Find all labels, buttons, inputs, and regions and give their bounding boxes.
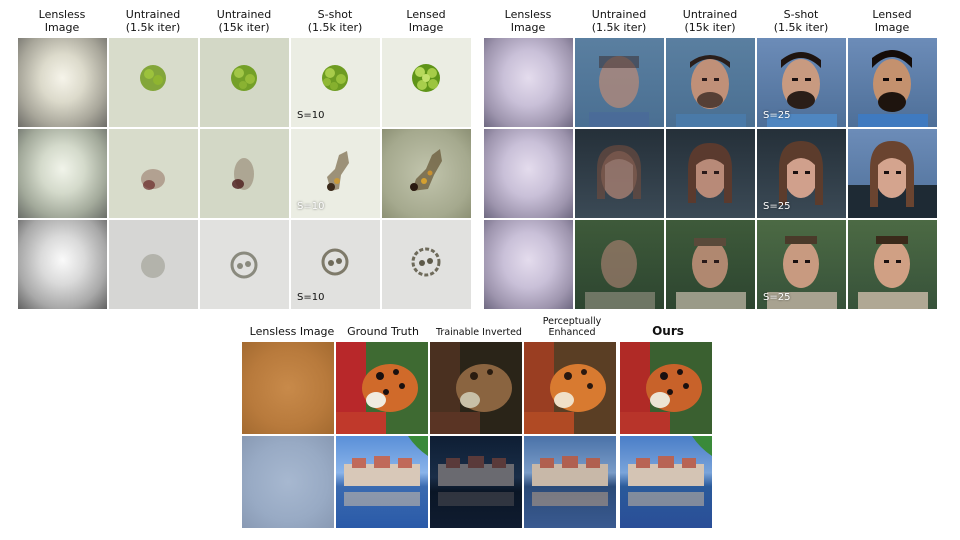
panel-b-header-s-shot: S-shot (1.5k iter) (773, 8, 829, 34)
panel-a-r2-lensless (18, 129, 107, 218)
panel-b-header-untrained-1-5k: Untrained (1.5k iter) (591, 8, 647, 34)
ladybug-icon (620, 342, 702, 434)
panel-b-header-lensed: Lensed Image (872, 8, 912, 34)
panel-a-r2-s-shot: S=10 (291, 129, 380, 218)
panel-b-r1-s-shot: S=25 (757, 38, 846, 127)
shot-count-label: S=25 (763, 201, 791, 212)
panel-b-r2-lensless (484, 129, 573, 218)
panel-a-r1-untrained-15k (200, 38, 289, 127)
debris-blob-icon (232, 158, 254, 190)
algae-cell-icon (322, 65, 348, 91)
debris-blob-icon (410, 149, 442, 191)
face-icon (848, 141, 937, 218)
panel-a-r1-lensless (18, 38, 107, 127)
panel-c-header-ours: Ours (652, 324, 684, 338)
face-icon (779, 141, 823, 205)
panel-b-r1-untrained-15k (666, 38, 755, 127)
algae-cell-icon (412, 64, 440, 92)
panel-a-header-lensed: Lensed Image (406, 8, 446, 34)
algae-cell-icon (231, 65, 257, 91)
diatom-icon (321, 248, 349, 276)
panel-c-header-perceptually-enhanced: Perceptually Enhanced (542, 316, 602, 338)
panel-c-r2-lensless (242, 436, 334, 528)
panel-b-r2-untrained-15k (666, 129, 755, 218)
panel-b-r1-lensless (484, 38, 573, 127)
diatom-icon (411, 247, 441, 277)
shot-count-label: S=10 (297, 292, 325, 303)
panel-c-header-ground-truth: Ground Truth (347, 325, 419, 338)
panel-b-r3-s-shot: S=25 (757, 220, 846, 309)
panel-b-r3-untrained-1-5k (575, 220, 664, 309)
face-icon (676, 238, 746, 309)
face-icon (589, 56, 649, 127)
panel-a-header-s-shot: S-shot (1.5k iter) (307, 8, 363, 34)
debris-blob-icon (141, 169, 165, 190)
panel-a-header-untrained-15k: Untrained (15k iter) (216, 8, 272, 34)
panel-c-r1-perceptually-enhanced (524, 342, 616, 434)
panel-b-r1-lensed (848, 38, 937, 127)
panel-a-r2-untrained-15k (200, 129, 289, 218)
panel-a-r1-untrained-1-5k (109, 38, 198, 127)
panel-c-r1-ground-truth (336, 342, 428, 434)
diatom-icon (230, 251, 258, 279)
panel-b-r2-lensed (848, 129, 937, 218)
panel-c-header-lensless: Lensless Image (249, 325, 335, 338)
panel-a-header-untrained-1-5k: Untrained (1.5k iter) (125, 8, 181, 34)
panel-b-r2-untrained-1-5k (575, 129, 664, 218)
shot-count-label: S=25 (763, 292, 791, 303)
shot-count-label: S=25 (763, 110, 791, 121)
face-icon (858, 236, 928, 309)
shot-count-label: S=10 (297, 201, 325, 212)
panel-a-r2-untrained-1-5k (109, 129, 198, 218)
panel-a-r3-untrained-15k (200, 220, 289, 309)
panel-b-r2-s-shot: S=25 (757, 129, 846, 218)
panel-b-r3-lensed (848, 220, 937, 309)
castle-icon (344, 436, 428, 506)
panel-a-r3-lensed (382, 220, 471, 309)
panel-c-r2-trainable-inverted (430, 436, 522, 528)
diatom-icon (141, 254, 165, 278)
castle-icon (438, 456, 514, 506)
panel-b-header-lensless: Lensless Image (504, 8, 552, 34)
ladybug-icon (430, 342, 512, 434)
face-icon (767, 236, 837, 309)
panel-a-header-lensless: Lensless Image (38, 8, 86, 34)
algae-cell-icon (140, 65, 166, 91)
panel-c-r2-ground-truth (336, 436, 428, 528)
shot-count-label: S=10 (297, 110, 325, 121)
panel-a-r3-untrained-1-5k (109, 220, 198, 309)
face-icon (688, 143, 732, 203)
panel-c-r2-perceptually-enhanced (524, 436, 616, 528)
panel-b-r1-untrained-1-5k (575, 38, 664, 127)
debris-blob-icon (327, 151, 349, 191)
castle-icon (628, 436, 712, 506)
panel-a-r2-lensed (382, 129, 471, 218)
face-icon (597, 145, 641, 199)
face-icon (585, 240, 655, 309)
panel-c-header-trainable-inverted: Trainable Inverted (436, 327, 522, 338)
face-icon (676, 55, 746, 127)
panel-c-r2-ours (620, 436, 712, 528)
panel-a-r3-s-shot: S=10 (291, 220, 380, 309)
panel-c-r1-ours (620, 342, 712, 434)
panel-b-r3-untrained-15k (666, 220, 755, 309)
face-icon (767, 52, 837, 127)
panel-a-r1-s-shot: S=10 (291, 38, 380, 127)
panel-c-r1-lensless (242, 342, 334, 434)
panel-b-header-untrained-15k: Untrained (15k iter) (682, 8, 738, 34)
panel-b-r3-lensless (484, 220, 573, 309)
ladybug-icon (336, 342, 418, 434)
ladybug-icon (524, 342, 606, 434)
face-icon (858, 50, 928, 127)
panel-c-r1-trainable-inverted (430, 342, 522, 434)
castle-icon (532, 456, 608, 506)
panel-a-r1-lensed (382, 38, 471, 127)
panel-a-r3-lensless (18, 220, 107, 309)
